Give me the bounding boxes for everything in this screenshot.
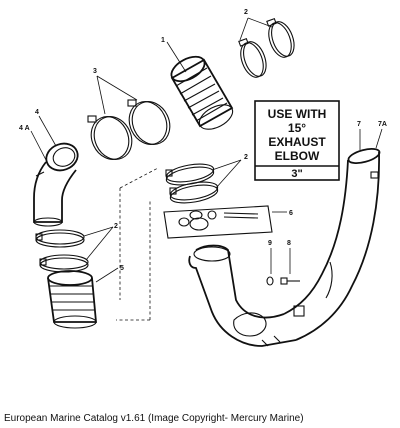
washer-9 [266, 276, 274, 286]
exhaust-y-pipe-7 [188, 147, 381, 347]
callout-8: 8 [287, 240, 291, 247]
image-caption: European Marine Catalog v1.61 (Image Cop… [4, 413, 304, 424]
exhaust-bellows [170, 55, 234, 130]
callout-2-middle: 2 [244, 154, 248, 161]
note-line-3: EXHAUST [268, 135, 326, 149]
callout-7a: 7A [378, 121, 387, 128]
hose-clamp-pair-middle [165, 163, 219, 204]
hose-clamp-pair-lower [35, 229, 89, 273]
callout-1: 1 [161, 37, 165, 44]
exhaust-elbow-4 [33, 142, 79, 227]
callout-2-lower: 2 [114, 223, 118, 230]
exhaust-parts-diagram: 2 1 3 4 4 A [19, 9, 387, 347]
bolt-8 [280, 277, 300, 285]
callout-6: 6 [289, 210, 293, 217]
note-box: USE WITH 15° EXHAUST ELBOW 3" [254, 100, 340, 181]
note-line-2: 15° [288, 121, 306, 135]
callout-4: 4 [35, 109, 39, 116]
note-line-1: USE WITH [268, 107, 327, 121]
callout-7: 7 [357, 121, 361, 128]
callout-4a: 4 A [19, 125, 30, 132]
callout-3: 3 [93, 68, 97, 75]
hose-clamp-pair-top [238, 17, 295, 78]
exhaust-hose-5 [47, 270, 97, 329]
callout-9: 9 [268, 240, 272, 247]
note-line-5: 3" [291, 168, 302, 180]
mounting-plate-6 [163, 205, 273, 239]
callout-2-top: 2 [244, 9, 248, 16]
callout-5: 5 [120, 265, 124, 272]
note-line-4: ELBOW [275, 149, 320, 163]
hose-clamp-pair-3 [87, 99, 171, 160]
